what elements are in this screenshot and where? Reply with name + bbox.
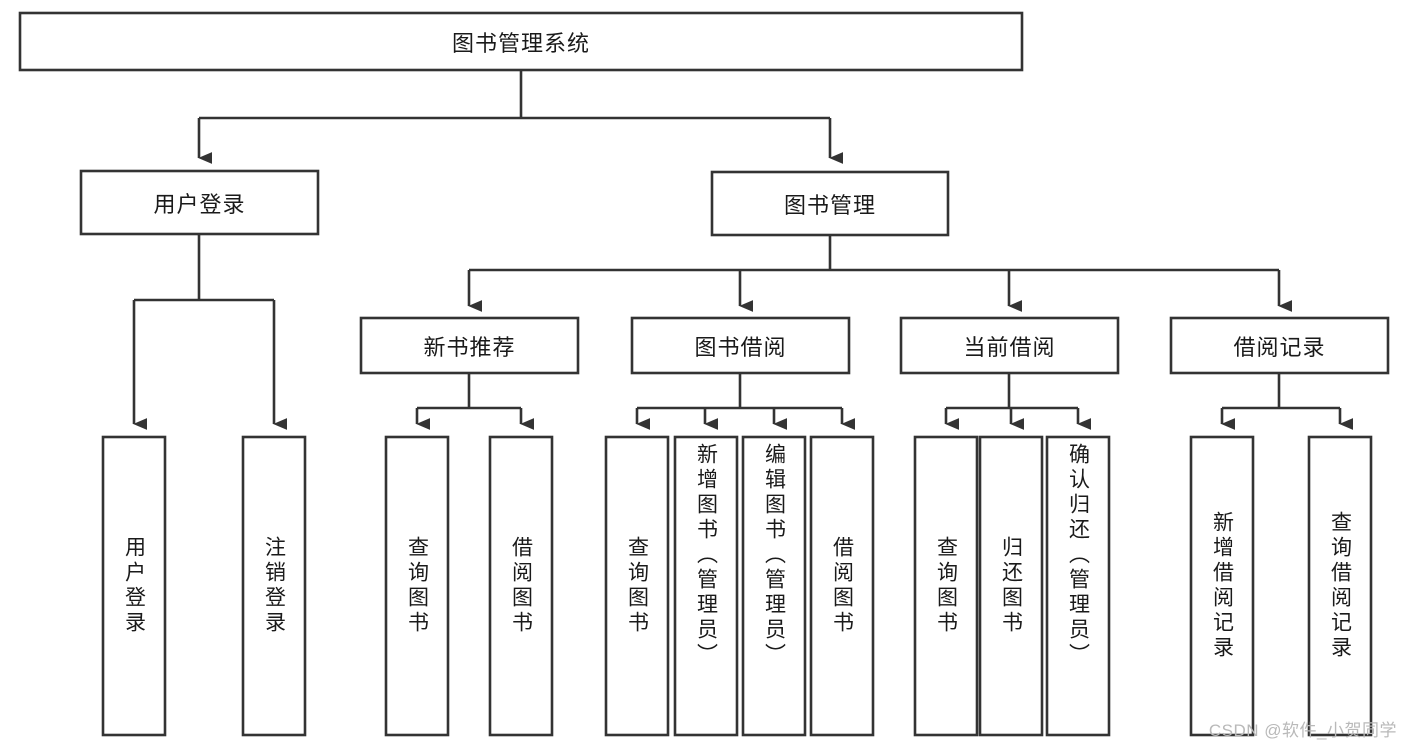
node-box-user-login[interactable]: [79, 169, 320, 236]
node-box-leaf-user-login[interactable]: [101, 435, 167, 737]
node-box-root[interactable]: [18, 11, 1024, 72]
node-box-leaf-logout[interactable]: [241, 435, 307, 737]
connector-group: [132, 70, 1354, 430]
node-box-leaf-edit-book[interactable]: [741, 435, 807, 737]
node-box-borrow-record[interactable]: [1169, 316, 1390, 375]
node-box-leaf-query-book-1[interactable]: [384, 435, 450, 737]
node-box-new-book-recommend[interactable]: [359, 316, 580, 375]
node-box-book-management[interactable]: [710, 170, 950, 237]
node-box-leaf-query-book-2[interactable]: [604, 435, 670, 737]
node-box-leaf-query-record[interactable]: [1307, 435, 1373, 737]
node-box-leaf-add-record[interactable]: [1189, 435, 1255, 737]
node-box-leaf-return-book[interactable]: [978, 435, 1044, 737]
node-box-group: [18, 11, 1390, 737]
node-box-leaf-confirm-return[interactable]: [1045, 435, 1111, 737]
node-box-leaf-query-book-3[interactable]: [913, 435, 979, 737]
node-box-leaf-borrow-book-2[interactable]: [809, 435, 875, 737]
node-box-leaf-add-book[interactable]: [673, 435, 739, 737]
node-box-leaf-borrow-book-1[interactable]: [488, 435, 554, 737]
node-box-current-borrow[interactable]: [899, 316, 1120, 375]
node-box-book-borrow[interactable]: [630, 316, 851, 375]
